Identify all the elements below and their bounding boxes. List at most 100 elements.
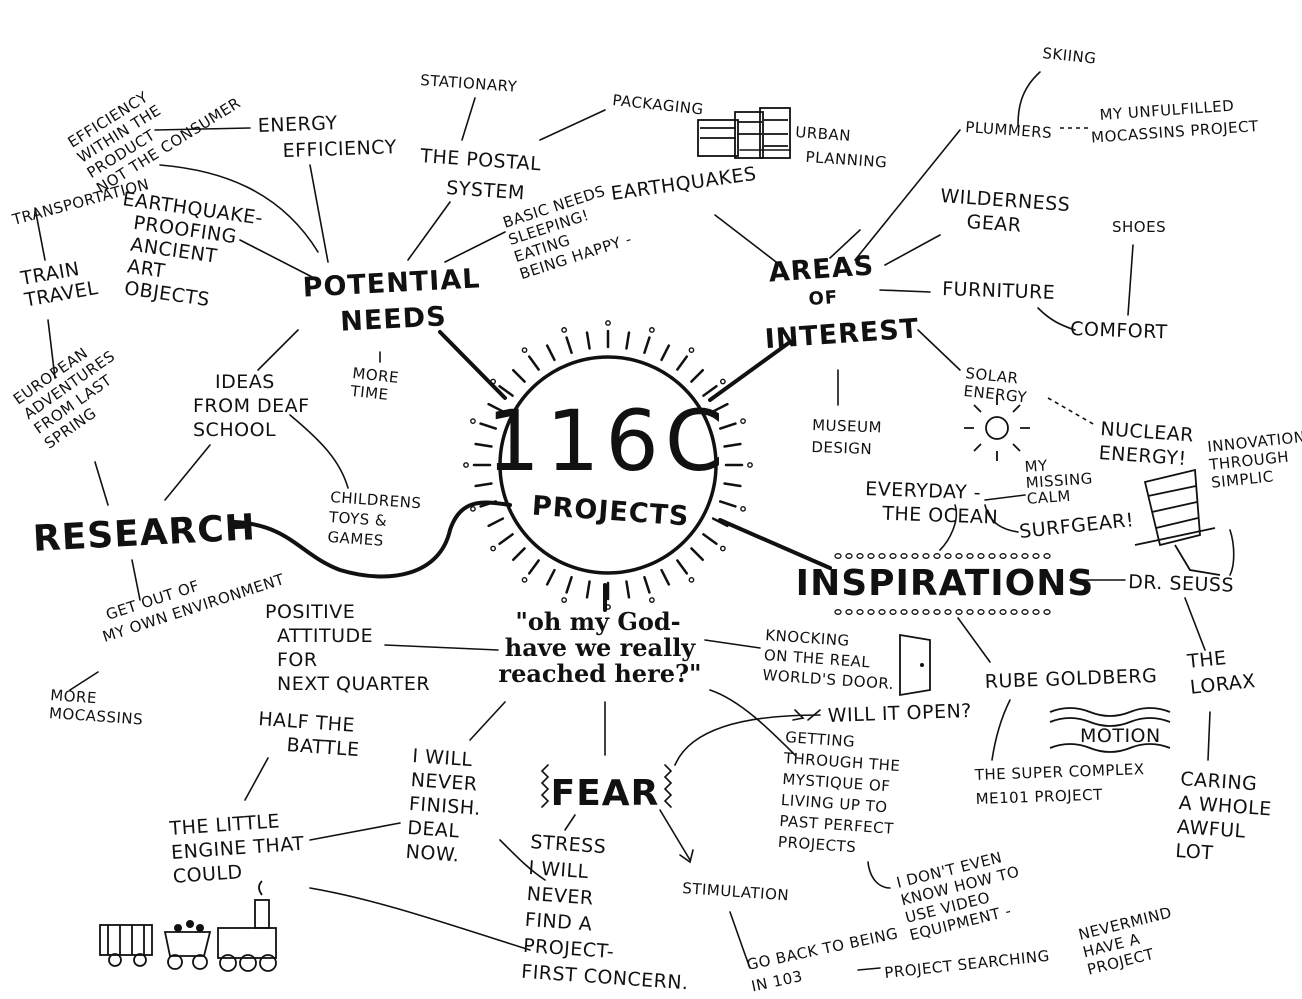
hub-ray: [545, 344, 556, 362]
hub-ray: [690, 547, 705, 562]
potential-needs-label: POTENTIALNEEDS: [302, 263, 483, 339]
hub-dot: [490, 545, 497, 552]
decor-dot: [966, 609, 974, 615]
buildings-sketch: [697, 107, 791, 159]
hub-ray: [723, 482, 742, 488]
node-never-mind: NEVERMINDHAVE APROJECT: [1077, 903, 1183, 978]
hub-ray: [660, 568, 671, 586]
node-getting-through: GETTINGTHROUGH THEMYSTIQUE OFLIVING UP T…: [776, 728, 902, 859]
hub-ray: [527, 559, 540, 575]
hub-ray: [565, 575, 573, 594]
node-energy-efficiency: ENERGYEFFICIENCY: [257, 110, 397, 163]
node-plummers: PLUMMERS: [965, 118, 1053, 142]
inspirations-dots: [834, 553, 1051, 615]
node-more-time: MORETIME: [349, 364, 400, 405]
node-wilderness: WILDERNESSGEAR: [938, 185, 1071, 240]
hub-ray: [474, 482, 493, 488]
node-everyday-ocean: EVERYDAY -THE OCEAN: [864, 478, 999, 529]
cat-in-hat-sketch: [1134, 468, 1221, 576]
hub-ray: [479, 500, 498, 508]
center-subtitle: PROJECTS: [531, 491, 690, 533]
decor-dot: [977, 609, 985, 615]
node-half-battle: HALF THEBATTLE: [256, 708, 362, 761]
hub-ray: [625, 580, 631, 599]
areas-of-interest-heading: AREASOFINTEREST: [759, 248, 920, 356]
node-train-travel: TRAINTRAVEL: [18, 255, 100, 311]
research-heading: RESEARCH: [32, 507, 257, 560]
decor-dot: [889, 553, 897, 559]
decor-dot: [1032, 553, 1040, 559]
connector-lines: [34, 71, 1235, 971]
hub-ray: [585, 580, 591, 599]
hub-ray: [474, 442, 493, 448]
decor-dot: [944, 609, 952, 615]
node-the-lorax: THELORAX: [1185, 644, 1256, 699]
decor-dot: [911, 609, 919, 615]
node-innovation: INNOVATIONTHROUGHSIMPLIC: [1206, 428, 1302, 492]
decor-dot: [1043, 609, 1051, 615]
hub-ray: [527, 355, 540, 371]
hub-ray: [625, 331, 631, 350]
hub-dot: [561, 327, 568, 333]
node-packaging: PACKAGING: [612, 91, 705, 118]
hub-ray: [660, 344, 671, 362]
node-rube: RUBE GOLDBERG: [984, 665, 1157, 693]
potential-needs-heading: POTENTIALNEEDS: [302, 263, 483, 339]
decor-dot: [966, 553, 974, 559]
hub-dot: [740, 505, 746, 512]
decor-dot: [988, 609, 996, 615]
node-motion: MOTION: [1080, 725, 1161, 747]
node-earthquake-proofing: EARTHQUAKE-PROOFINGANCIENTARTOBJECTS: [109, 188, 264, 317]
hub-dot: [463, 462, 469, 468]
hub-ray: [511, 547, 526, 562]
decor-dot: [911, 553, 919, 559]
node-shoes: SHOES: [1112, 218, 1166, 236]
node-stationary: STATIONARY: [420, 71, 518, 96]
node-super-complex: THE SUPER COMPLEXME101 PROJECT: [974, 760, 1146, 808]
hub-ray: [479, 422, 498, 430]
decor-dot: [922, 553, 930, 559]
hub-dot: [688, 347, 695, 354]
train-sketch: [99, 880, 277, 972]
node-stimulation: STIMULATION: [682, 879, 790, 904]
fear-zigzag-left: [540, 764, 550, 808]
decor-dot: [999, 553, 1007, 559]
decor-dot: [988, 553, 996, 559]
hub-ray: [545, 568, 556, 586]
decor-dot: [867, 609, 875, 615]
node-stress: STRESSI WILLNEVERFIND APROJECT-FIRST CON…: [521, 831, 699, 994]
decor-dot: [889, 609, 897, 615]
center-title: 116C: [487, 392, 730, 490]
hub-ray: [723, 442, 742, 448]
decor-dot: [878, 553, 886, 559]
hub-ray: [498, 384, 514, 397]
decor-dot: [955, 553, 963, 559]
sun-icon: [964, 395, 1030, 461]
node-urban-planning: URBANPLANNING: [793, 123, 889, 171]
hub-ray: [702, 533, 718, 546]
center-hub: 116C PROJECTS: [463, 320, 753, 610]
hub-ray: [702, 384, 718, 397]
motion-waves: [1049, 707, 1171, 753]
hub-dot: [740, 418, 746, 425]
node-museum: MUSEUMDESIGN: [811, 416, 882, 458]
areas-of-interest-label: AREASOFINTEREST: [759, 248, 920, 356]
hub-dot: [605, 320, 611, 326]
node-unfulfilled: MY UNFULFILLEDMOCASSINS PROJECT: [1089, 95, 1259, 147]
decor-dot: [955, 609, 963, 615]
hub-dot: [747, 462, 753, 468]
node-earthquakes: EARTHQUAKES: [610, 163, 758, 205]
decor-dot: [1010, 609, 1018, 615]
hub-dot: [688, 576, 695, 583]
hub-ray: [643, 575, 651, 594]
hub-ray: [565, 336, 573, 355]
node-knocking: KNOCKINGON THE REALWORLD'S DOOR.: [762, 626, 897, 693]
hub-dot: [719, 378, 726, 385]
hub-ray: [711, 517, 729, 528]
decor-dot: [999, 609, 1007, 615]
hub-ray: [643, 336, 651, 355]
hub-dot: [521, 576, 528, 583]
